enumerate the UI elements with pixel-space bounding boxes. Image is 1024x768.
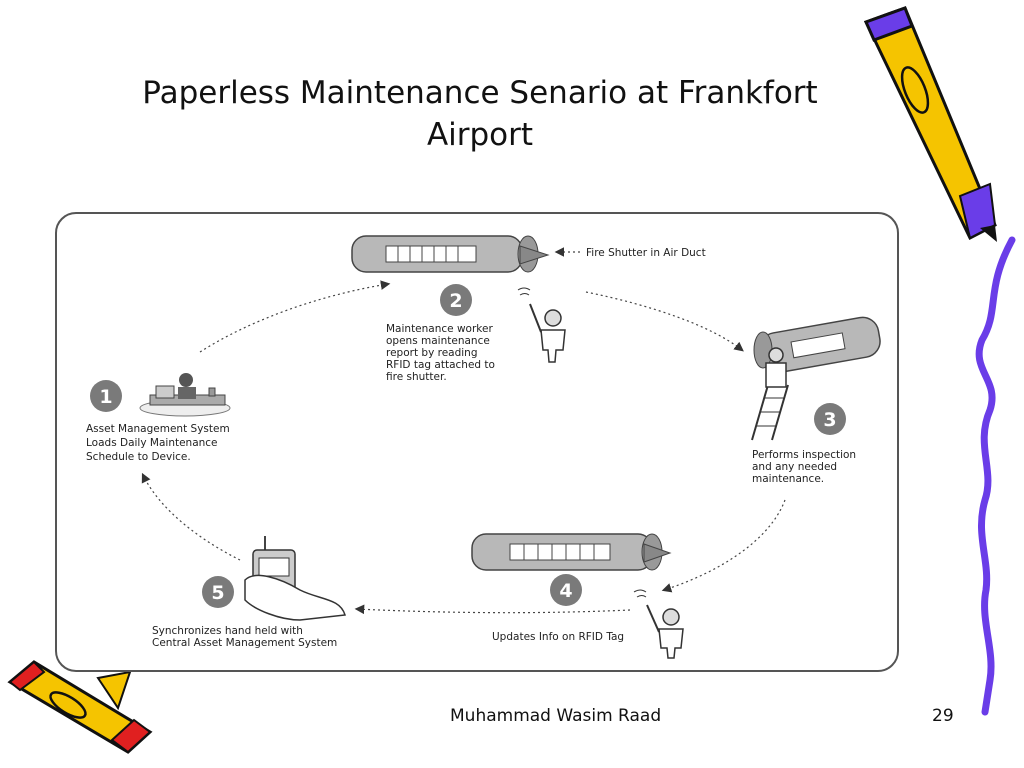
svg-text:Performs inspection: Performs inspection bbox=[752, 449, 856, 461]
step-badge-5: 5 bbox=[202, 576, 234, 608]
svg-text:1: 1 bbox=[99, 386, 112, 408]
duct-callout-label: Fire Shutter in Air Duct bbox=[586, 247, 706, 259]
computer-desk-icon bbox=[139, 373, 231, 417]
svg-text:Asset Management System: Asset Management System bbox=[86, 423, 230, 435]
slide-title-line-2: Airport bbox=[426, 117, 534, 153]
svg-text:Synchronizes hand held with: Synchronizes hand held with bbox=[152, 625, 303, 637]
cycle-arrow-4-to-5 bbox=[354, 604, 631, 615]
step-4-text: Updates Info on RFID Tag bbox=[492, 631, 624, 643]
step-badge-1: 1 bbox=[90, 380, 122, 412]
svg-text:Loads Daily Maintenance: Loads Daily Maintenance bbox=[86, 437, 218, 449]
svg-text:Central Asset Management Syste: Central Asset Management System bbox=[152, 637, 337, 649]
squiggle-line-icon bbox=[975, 236, 1016, 716]
slide-title-line-1: Paperless Maintenance Senario at Frankfo… bbox=[142, 75, 818, 111]
cycle-arrow-5-to-1 bbox=[141, 472, 241, 561]
svg-text:and any needed: and any needed bbox=[752, 461, 837, 473]
slide-title: Paperless Maintenance Senario at Frankfo… bbox=[110, 72, 850, 156]
step-5-text: Synchronizes hand held with Central Asse… bbox=[152, 625, 337, 649]
step-1-text: Asset Management System Loads Daily Main… bbox=[86, 423, 230, 463]
svg-text:3: 3 bbox=[823, 409, 836, 431]
cycle-arrow-3-to-4 bbox=[661, 499, 786, 593]
footer-author: Muhammad Wasim Raad bbox=[450, 706, 662, 726]
pencil-bottom-left-icon bbox=[7, 660, 153, 754]
handheld-device-icon bbox=[244, 536, 346, 621]
svg-text:opens maintenance: opens maintenance bbox=[386, 335, 490, 347]
svg-text:report by reading: report by reading bbox=[386, 347, 478, 359]
air-duct-bottom-icon bbox=[471, 533, 672, 571]
svg-text:2: 2 bbox=[449, 290, 462, 312]
air-duct-top-icon bbox=[351, 235, 550, 273]
svg-text:Updates Info on RFID Tag: Updates Info on RFID Tag bbox=[492, 631, 624, 643]
worker-on-ladder-icon bbox=[751, 347, 789, 441]
worker-figure-step-4-icon bbox=[633, 589, 684, 659]
worker-figure-step-2-icon bbox=[517, 287, 566, 363]
svg-text:Maintenance worker: Maintenance worker bbox=[386, 323, 493, 335]
cycle-arrow-1-to-2 bbox=[199, 280, 391, 353]
svg-text:fire shutter.: fire shutter. bbox=[386, 371, 447, 383]
page-number: 29 bbox=[932, 706, 954, 726]
svg-text:maintenance.: maintenance. bbox=[752, 473, 824, 485]
step-3-text: Performs inspection and any needed maint… bbox=[752, 449, 856, 485]
step-2-text: Maintenance worker opens maintenance rep… bbox=[386, 323, 495, 383]
svg-text:5: 5 bbox=[211, 582, 224, 604]
step-badge-2: 2 bbox=[440, 284, 472, 316]
step-badge-4: 4 bbox=[550, 574, 582, 606]
svg-text:RFID tag attached to: RFID tag attached to bbox=[386, 359, 495, 371]
svg-text:Schedule to Device.: Schedule to Device. bbox=[86, 451, 191, 463]
step-badge-3: 3 bbox=[814, 403, 846, 435]
svg-text:4: 4 bbox=[559, 580, 572, 602]
pencil-top-right-icon bbox=[863, 6, 997, 242]
air-duct-angled-icon bbox=[753, 316, 881, 374]
